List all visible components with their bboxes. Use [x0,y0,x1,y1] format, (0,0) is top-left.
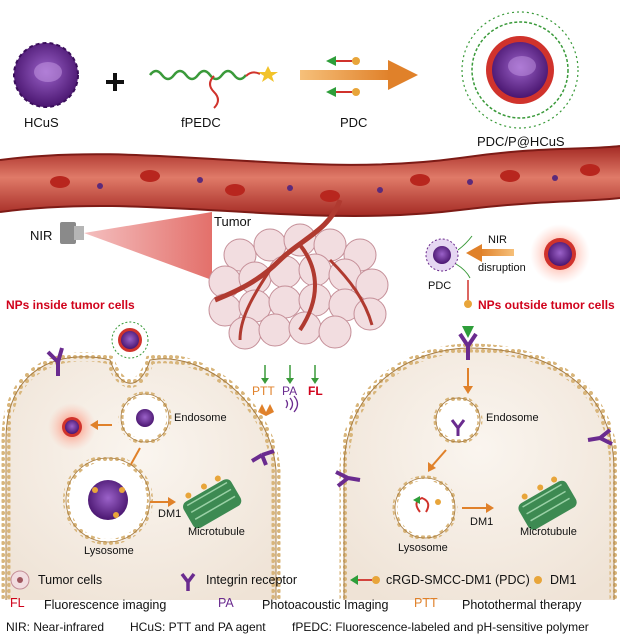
tumor-label: Tumor [214,214,252,229]
pa-label: PA [282,384,298,398]
tumor-cluster [208,199,389,350]
legend-fpedc-note: fPEDC: Fluorescence-labeled and pH-sensi… [292,620,589,634]
nir-label: NIR [30,228,53,243]
fpedc-polymer-icon [149,66,278,109]
legend-pdc: cRGD-SMCC-DM1 (PDC) [386,573,530,587]
left-lysosome-label: Lysosome [84,545,134,557]
legend-integrin: Integrin receptor [206,573,298,587]
right-dm1-label: DM1 [470,516,494,528]
fl-label: FL [308,384,323,398]
legend-tumor-cells: Tumor cells [38,573,103,587]
inside-cells-label: NPs inside tumor cells [6,298,135,312]
fpedc-label: fPEDC [181,115,221,130]
legend-fl-key: FL [10,596,25,610]
imaging-arrows [258,365,319,416]
nir-disruption-label-1: NIR [488,234,507,246]
product-label: PDC/P@HCuS [477,134,565,149]
legend-pa-key: PA [218,596,234,610]
left-dm1-label: DM1 [158,508,182,520]
legend-fl-desc: Fluorescence imaging [44,598,167,612]
pdc-label: PDC [340,115,368,130]
legend-ptt-desc: Photothermal therapy [462,598,582,612]
right-microtubule-label: Microtubule [520,526,577,538]
left-tumor-cell [1,321,281,600]
pdc-small-label: PDC [428,280,452,292]
right-lysosome-label: Lysosome [398,542,448,554]
plus-sign [106,73,124,91]
left-endosome-label: Endosome [174,412,227,424]
hcus-nanoparticle-icon [13,42,79,108]
left-microtubule-label: Microtubule [188,526,245,538]
blood-vessel [0,145,620,218]
legend-icons [10,570,542,591]
pdc-arrow-icon [300,56,418,97]
legend-hcus-note: HCuS: PTT and PA agent [130,620,266,634]
legend-ptt-key: PTT [414,596,438,610]
legend-pa-desc: Photoacoustic Imaging [262,598,389,612]
nir-disruption-label-2: disruption [478,262,526,274]
right-tumor-cell [335,332,619,600]
legend-nir-note: NIR: Near-infrared [6,620,105,634]
pdc-p-hcus-particle-icon [461,11,579,129]
ptt-label: PTT [252,384,275,398]
legend-dm1: DM1 [550,573,577,587]
right-endosome-label: Endosome [486,412,539,424]
nir-disruption-scene [425,224,590,338]
hcus-label: HCuS [24,115,59,130]
outside-cells-label: NPs outside tumor cells [478,298,615,312]
nir-laser-icon [60,212,212,280]
